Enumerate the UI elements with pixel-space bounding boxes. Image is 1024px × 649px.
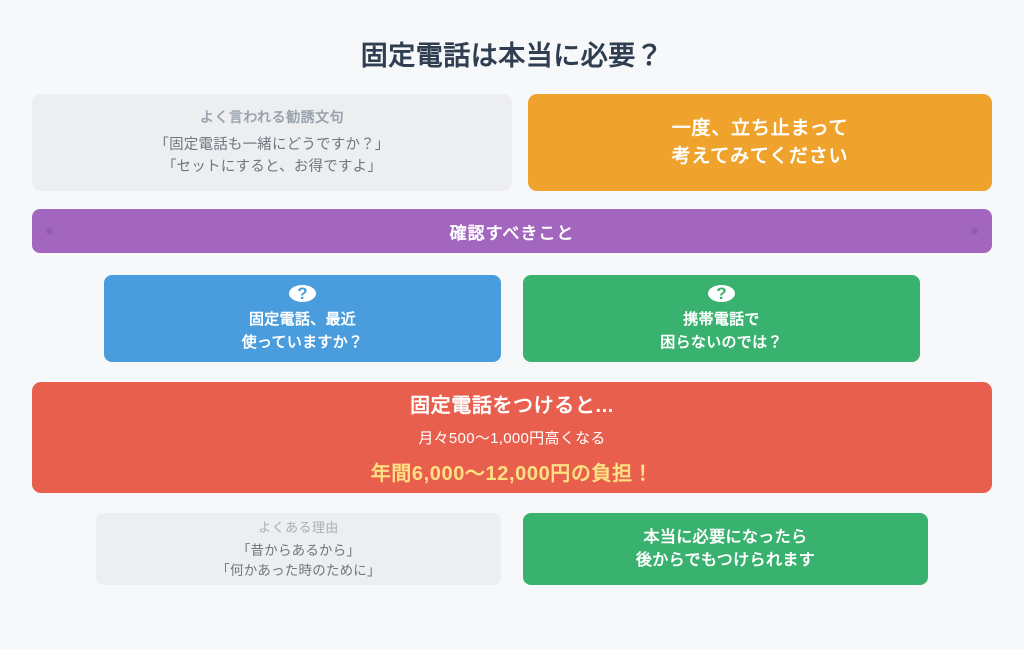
common-reasons-card: よくある理由 「昔からあるから」 「何かあった時のために」 (96, 513, 501, 586)
check-points-label: 確認すべきこと (449, 223, 575, 243)
cost-yearly-highlight: 年間6,000〜12,000円の負担！ (370, 463, 654, 486)
common-reasons-line-1: 「昔からあるから」 (236, 543, 361, 559)
intro-row: よく言われる勧誘文句 「固定電話も一緒にどうですか？」 「セットにすると、お得で… (32, 94, 992, 192)
sales-pitch-card: よく言われる勧誘文句 「固定電話も一緒にどうですか？」 「セットにすると、お得で… (32, 94, 512, 192)
sales-pitch-line-1: 「固定電話も一緒にどうですか？」 (154, 136, 390, 153)
add-later-line-2: 後からでもつけられます (635, 552, 816, 570)
page-title: 固定電話は本当に必要？ (360, 41, 664, 71)
common-reasons-heading: よくある理由 (258, 520, 339, 536)
pause-line-2: 考えてみてください (671, 145, 849, 167)
question-card-usage: ? 固定電話、最近 使っていますか？ (104, 275, 501, 363)
question-mobile-line-2: 困らないのでは？ (660, 333, 783, 351)
pause-and-think-card: 一度、立ち止まって 考えてみてください (528, 94, 992, 192)
cost-summary-block: 固定電話をつけると... 月々500〜1,000円高くなる 年間6,000〜12… (32, 382, 992, 494)
conclusion-row: よくある理由 「昔からあるから」 「何かあった時のために」 本当に必要になったら… (32, 513, 992, 586)
check-points-banner: 確認すべきこと (32, 209, 992, 254)
common-reasons-line-2: 「何かあった時のために」 (216, 563, 381, 579)
cost-heading: 固定電話をつけると... (410, 395, 614, 418)
question-mark-icon: ? (708, 284, 735, 302)
question-mobile-line-1: 携帯電話で (683, 310, 760, 328)
pause-line-1: 一度、立ち止まって (671, 117, 849, 139)
add-later-card: 本当に必要になったら 後からでもつけられます (523, 513, 928, 586)
sales-pitch-heading: よく言われる勧誘文句 (199, 108, 345, 125)
add-later-line-1: 本当に必要になったら (643, 529, 808, 547)
question-mark-icon: ? (289, 284, 316, 302)
cost-monthly-text: 月々500〜1,000円高くなる (418, 430, 606, 448)
question-card-mobile: ? 携帯電話で 困らないのでは？ (523, 275, 920, 363)
question-usage-line-2: 使っていますか？ (241, 333, 364, 351)
question-row: ? 固定電話、最近 使っていますか？ ? 携帯電話で 困らないのでは？ (32, 275, 992, 363)
banner-decoration-right-icon (971, 227, 978, 235)
banner-decoration-left-icon (46, 227, 53, 235)
question-usage-line-1: 固定電話、最近 (248, 310, 357, 328)
sales-pitch-line-2: 「セットにすると、お得ですよ」 (161, 159, 383, 176)
